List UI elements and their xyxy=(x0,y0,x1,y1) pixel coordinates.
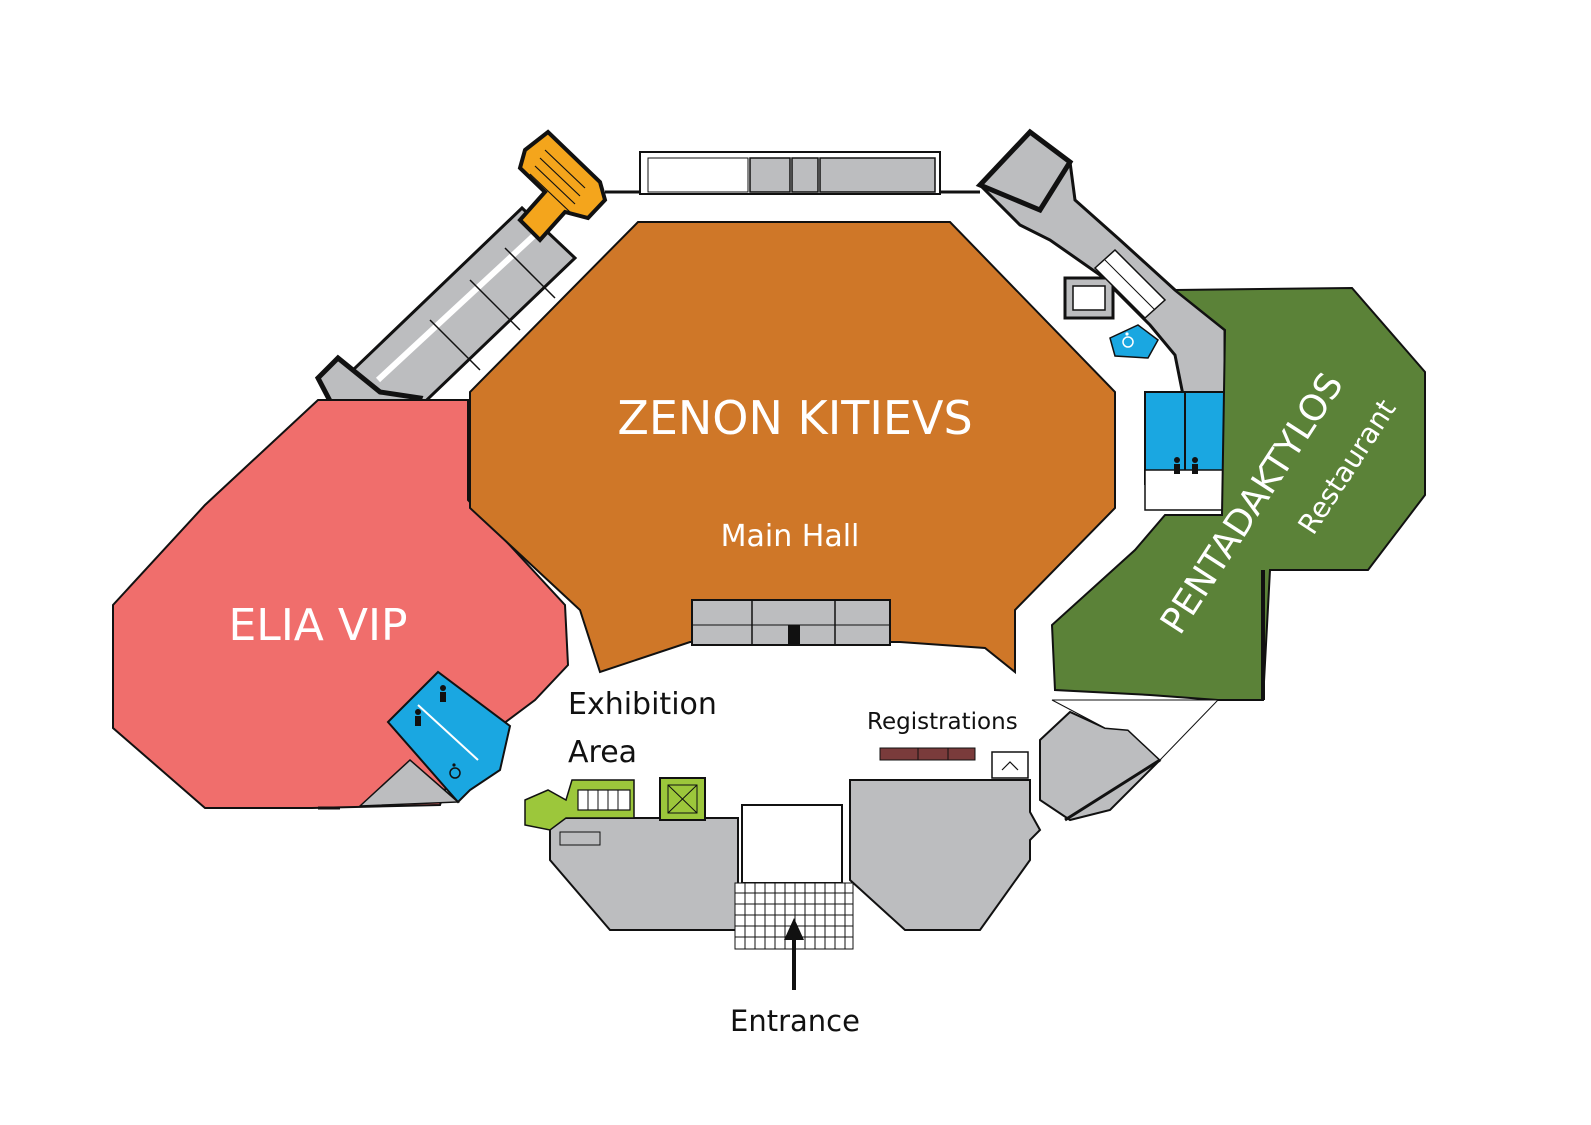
main-hall-name: ZENON KITIEVS xyxy=(617,391,972,445)
restrooms-left xyxy=(357,670,512,807)
entrance-label: Entrance xyxy=(730,1004,860,1038)
exhibition-area-label-line1: Exhibition xyxy=(568,687,717,722)
stairs-green xyxy=(524,777,706,831)
wheelchair-icon xyxy=(1122,332,1134,348)
main-hall-subtitle: Main Hall xyxy=(721,519,860,554)
elia-vip-name: ELIA VIP xyxy=(229,600,408,651)
stairs-orange xyxy=(517,129,608,243)
pentadaktylos-restaurant-room xyxy=(1050,286,1426,701)
info-kiosk xyxy=(991,751,1029,779)
top-service-strip xyxy=(639,151,941,195)
bottom-right-room xyxy=(849,779,1042,931)
bottom-service-areas xyxy=(549,699,1220,931)
registration-desk xyxy=(879,747,976,761)
restrooms-right xyxy=(1144,391,1228,511)
exhibition-area-label-line2: Area xyxy=(568,735,637,770)
stairs-icon xyxy=(517,129,608,243)
bottom-left-room xyxy=(549,817,739,931)
entrance-arrow-icon xyxy=(784,918,804,990)
restroom-icon xyxy=(415,685,446,726)
main-hall-room xyxy=(469,221,1116,675)
restroom-icon xyxy=(1174,457,1198,474)
wheelchair-restroom-right xyxy=(1109,324,1159,359)
exterior-walls xyxy=(318,190,1161,822)
registrations-label: Registrations xyxy=(867,709,1018,735)
wheelchair-icon xyxy=(449,763,461,779)
